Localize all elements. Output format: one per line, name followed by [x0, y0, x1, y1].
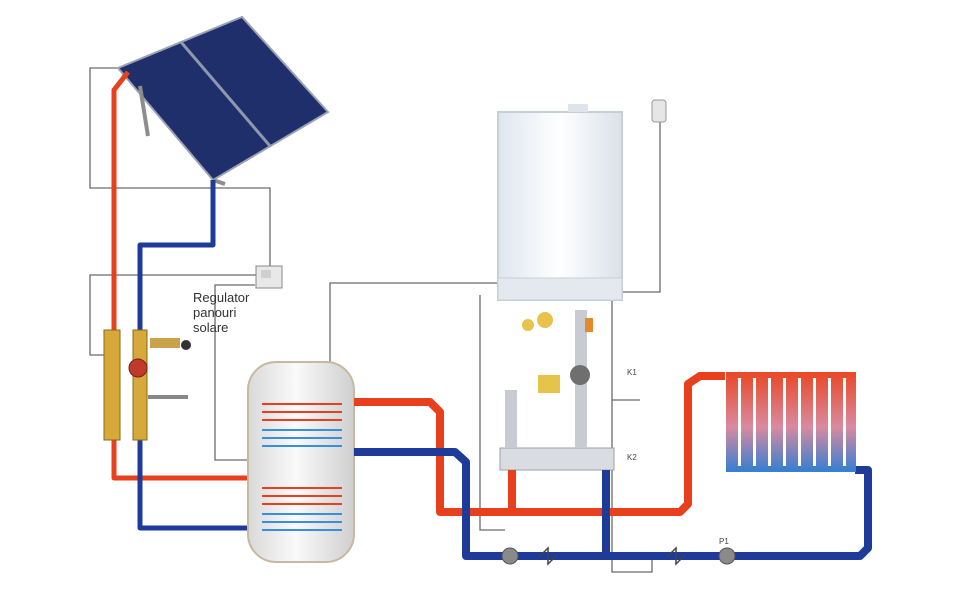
boiler-tank — [247, 361, 355, 563]
thermostat — [651, 99, 667, 123]
check-valve — [539, 546, 685, 566]
p1-label: P1 — [719, 537, 729, 546]
regulator-label-line2: panouri — [193, 305, 237, 320]
regulator-label-line1: Regulator — [193, 290, 250, 305]
regulator-box — [255, 265, 283, 289]
boiler-hydraulic-group — [499, 310, 615, 471]
solar-cold-pipe — [137, 180, 252, 531]
solar-panel — [116, 15, 330, 186]
regulator-label: Regulator panouri solare — [193, 290, 273, 335]
wall-boiler — [497, 104, 623, 301]
radiator — [726, 372, 856, 472]
pump-station — [103, 329, 191, 441]
heating-hot-pipe — [354, 372, 725, 516]
solar-hot-pipe — [111, 70, 252, 481]
k2-label: K2 — [627, 453, 637, 462]
control-wiring — [89, 67, 661, 573]
regulator-label-line3: solare — [193, 320, 229, 335]
circulator-pump — [501, 547, 736, 565]
k1-label: K1 — [627, 368, 637, 377]
heating-cold-pipe — [354, 448, 872, 560]
